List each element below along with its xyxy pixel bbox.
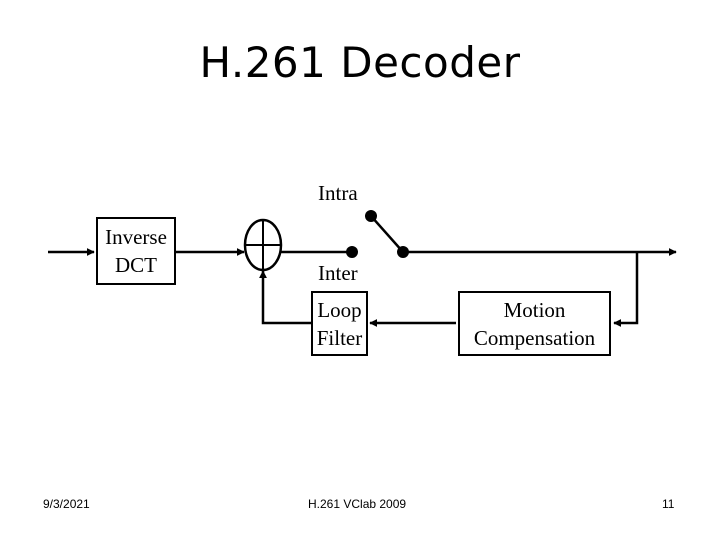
motion-compensation-label: Motion Compensation [473, 297, 596, 350]
footer-page-number: 11 [662, 497, 675, 511]
adder-symbol [243, 218, 283, 272]
inter-contact [346, 246, 358, 258]
feedback-to-mc-line [613, 252, 639, 327]
loop-filter-label: Loop Filter [316, 297, 363, 350]
footer-center-text: H.261 VClab 2009 [308, 497, 407, 511]
footer-date: 9/3/2021 [43, 497, 90, 511]
motion-compensation-block: Motion Compensation [458, 291, 611, 356]
intra-label: Intra [318, 181, 358, 205]
loop-filter-block: Loop Filter [311, 291, 368, 356]
inverse-dct-label: Inverse DCT [105, 225, 167, 277]
inter-label: Inter [318, 261, 358, 285]
inverse-dct-block: Inverse DCT [96, 217, 176, 285]
switch-arm [370, 215, 404, 253]
slide-title: H.261 Decoder [199, 38, 521, 87]
loop-filter-to-adder-line [259, 270, 311, 325]
